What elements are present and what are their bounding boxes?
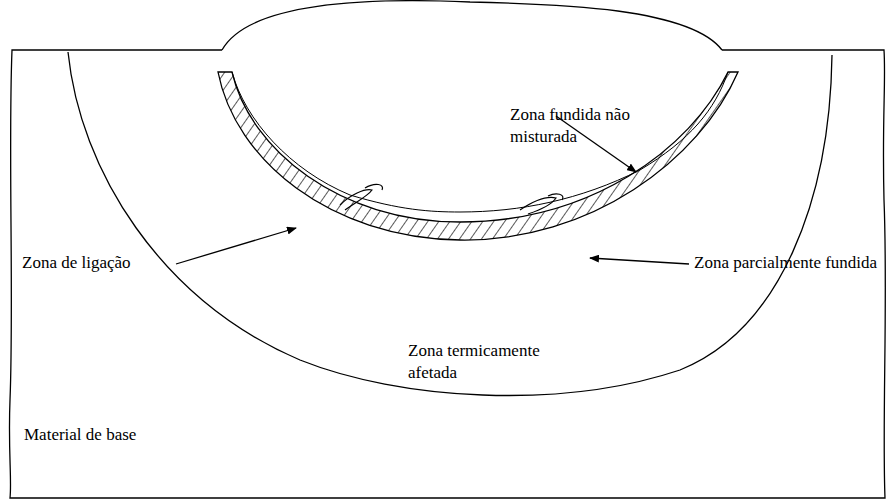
leader-lines xyxy=(176,116,689,264)
plate-outline xyxy=(9,1,885,498)
zone-label: Zona termicamente afetada xyxy=(408,340,578,384)
haz-boundary xyxy=(68,52,832,395)
fusion-band xyxy=(218,72,738,240)
partial-fusion-hooks xyxy=(340,184,563,214)
zone-label: Zona de ligação xyxy=(22,252,182,274)
unmixed-zone-line xyxy=(232,72,728,212)
material-label: Material de base xyxy=(24,424,224,446)
zone-label: Zona parcialmente fundida xyxy=(694,252,884,274)
zone-label: Zona fundida não misturada xyxy=(510,104,660,148)
